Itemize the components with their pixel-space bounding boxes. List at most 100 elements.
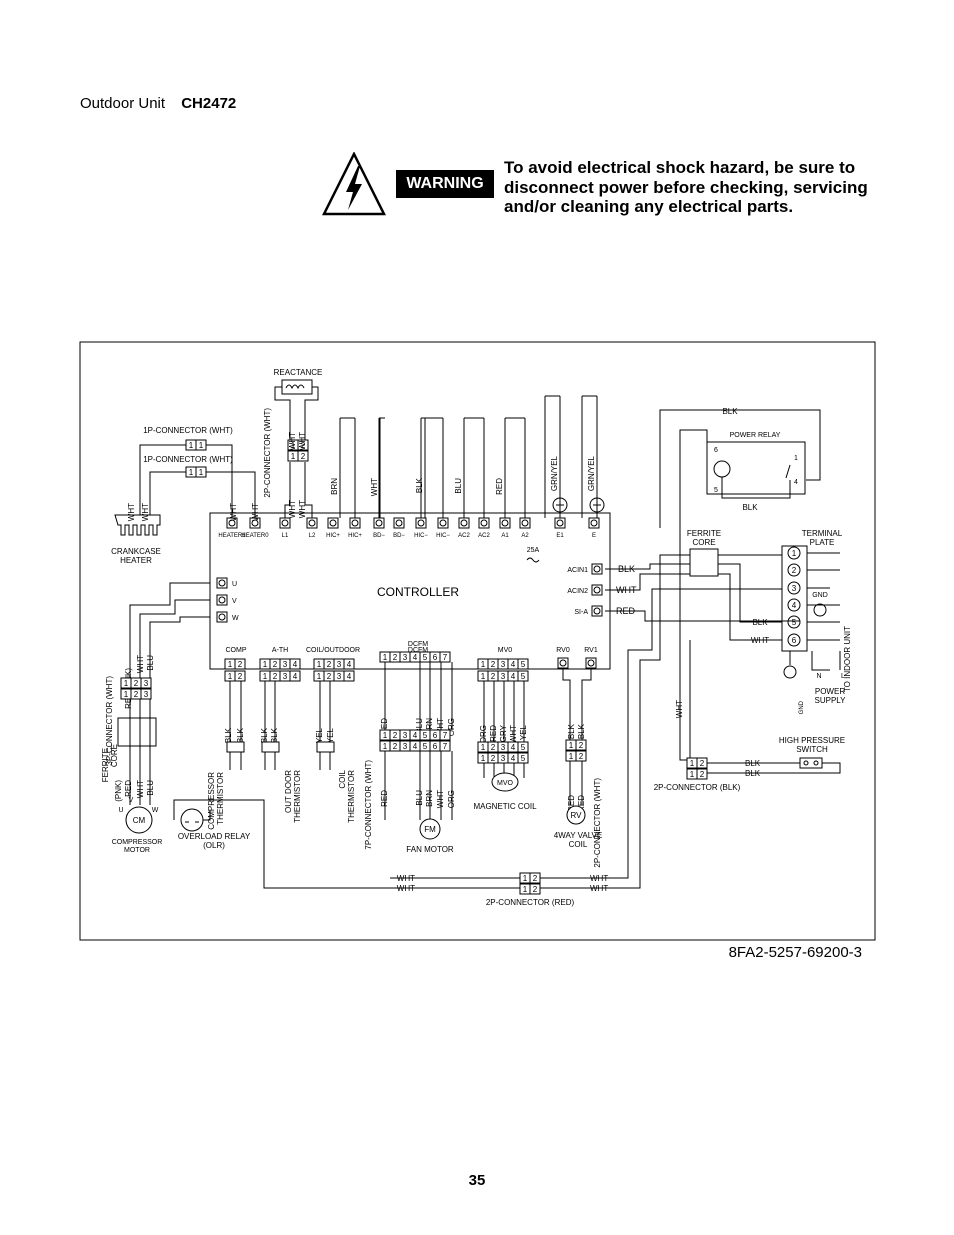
connector-pin-number: 1 (199, 441, 204, 450)
connector-pin-number: 4 (347, 672, 352, 681)
reactance-wire (304, 386, 319, 440)
terminal-screw-head (329, 519, 337, 527)
connector-pin-number: 2 (491, 660, 496, 669)
fan-motor-symbol (419, 818, 441, 840)
wire-color-label: BLK (567, 723, 576, 739)
connector-pin-number: 6 (433, 653, 438, 662)
ferrite-left-label: CORE (110, 744, 119, 767)
wire (811, 651, 830, 671)
compressor-motor-label: MOTOR (124, 847, 150, 854)
top-terminal-label: HIC+ (348, 533, 362, 539)
mv0-conn-pin (517, 658, 529, 670)
wire-color-label: BLK (260, 727, 269, 743)
ferrite-right-label: CORE (692, 538, 715, 547)
reactance-label: REACTANCE (274, 368, 323, 377)
top-terminal-label: AC2 (458, 533, 470, 539)
connector-pin-number: 2 (579, 741, 584, 750)
terminal-plate-screw (787, 598, 801, 612)
wire-color-label: BLU (146, 655, 155, 671)
wire-label: WHT (288, 500, 297, 518)
top-terminal-label: AC2 (478, 533, 490, 539)
terminal-screw-head (480, 519, 488, 527)
top-terminal-label: L1 (282, 533, 289, 539)
connector-pin-number: 2 (273, 660, 278, 669)
wire-color-label: BLU (415, 718, 424, 734)
connector-pin-number: 1 (124, 679, 129, 688)
wire-color-label: YEL (519, 724, 528, 740)
uvw-label: V (232, 598, 237, 605)
bottom-group-label: COMP (226, 647, 247, 654)
wire-label: WHT (298, 432, 307, 450)
connector-pin-number: 1 (569, 741, 574, 750)
wire-color-label: RED (489, 725, 498, 742)
conn-7p-pin (439, 740, 451, 752)
power-supply-label: SUPPLY (815, 696, 847, 705)
conn-3p-pin (140, 677, 152, 689)
wire-color-label: WHT (397, 874, 415, 883)
comp-thermistor-label: THERMISTOR (216, 772, 225, 825)
terminal-screw-head (218, 579, 226, 587)
connector-pin-number: 4 (293, 672, 298, 681)
wire-color-label: RED (380, 718, 389, 735)
rv-coil-text: RV (571, 811, 583, 820)
conn-2p-blk-pin (696, 768, 708, 780)
terminal-number: 2 (792, 566, 797, 575)
terminal-plate-label: TERMINAL (802, 529, 843, 538)
connector-pin-number: 1 (690, 759, 695, 768)
wire-color-label: BLK (236, 727, 245, 743)
wire-color-label: ORG (479, 725, 488, 743)
wire-color-label: BLU (454, 478, 463, 494)
connector-pin-number: 5 (521, 743, 526, 752)
connector-pin-number: 2 (301, 452, 306, 461)
outdoor-thermistor-label: OUT DOOR (284, 770, 293, 813)
terminal-screw-head (417, 519, 425, 527)
connector-pin-number: 3 (501, 743, 506, 752)
power-terminal (591, 584, 603, 596)
wire-color-label: BLK (742, 503, 758, 512)
conn-7p-pin (439, 729, 451, 741)
uvw-label: U (232, 581, 237, 588)
wire-color-label: RED (495, 478, 504, 495)
connector-pin-number: 7 (443, 653, 448, 662)
connector-pin-number: 4 (347, 660, 352, 669)
wire-color-label: BLK (722, 407, 738, 416)
crankcase-heater-label: HEATER (120, 556, 152, 565)
fan-motor-label: FAN MOTOR (406, 845, 454, 854)
switch-contact (813, 760, 819, 766)
connector-pin-number: 3 (403, 731, 408, 740)
wire (206, 471, 256, 518)
connector-pin-number: 1 (263, 672, 268, 681)
relay-pin: 1 (794, 455, 798, 462)
wire (605, 610, 800, 622)
terminal-plate-screw (787, 581, 801, 595)
terminal-screw-head (308, 519, 316, 527)
connector-pin-number: 1 (481, 672, 486, 681)
comp-conn-pin (234, 670, 246, 682)
connector-pin-number: 5 (521, 754, 526, 763)
connector-pin-number: 2 (579, 752, 584, 761)
connector-pin-number: 3 (144, 679, 149, 688)
connector-pin-number: 1 (523, 885, 528, 894)
terminal-plate-label: PLATE (810, 538, 835, 547)
wire (721, 477, 791, 499)
connector-pin-number: 3 (283, 672, 288, 681)
overload-relay-symbol (180, 808, 204, 832)
mv0-conn-lower (517, 752, 529, 764)
terminal-plate-screw (787, 615, 801, 629)
connector-pin-number: 2 (238, 660, 243, 669)
wire-color-label: WHT (397, 884, 415, 893)
connector-pin-number: 4 (511, 660, 516, 669)
terminal-number: 4 (792, 601, 797, 610)
wire-color-label: WHT (509, 725, 518, 743)
model-number: CH2472 (181, 95, 237, 112)
conn-2p-red-pin (529, 883, 541, 895)
connector-pin-number: 1 (291, 452, 296, 461)
wire-color-label: ORG (447, 790, 456, 808)
conn-2p-blk-label: 2P-CONNECTOR (BLK) (654, 783, 741, 792)
wire (139, 444, 186, 515)
connector-pin-number: 1 (383, 731, 388, 740)
connector-2p-wht-pin (297, 450, 309, 462)
motor-terminal-label: V (129, 797, 134, 804)
connector-pin-number: 3 (403, 653, 408, 662)
